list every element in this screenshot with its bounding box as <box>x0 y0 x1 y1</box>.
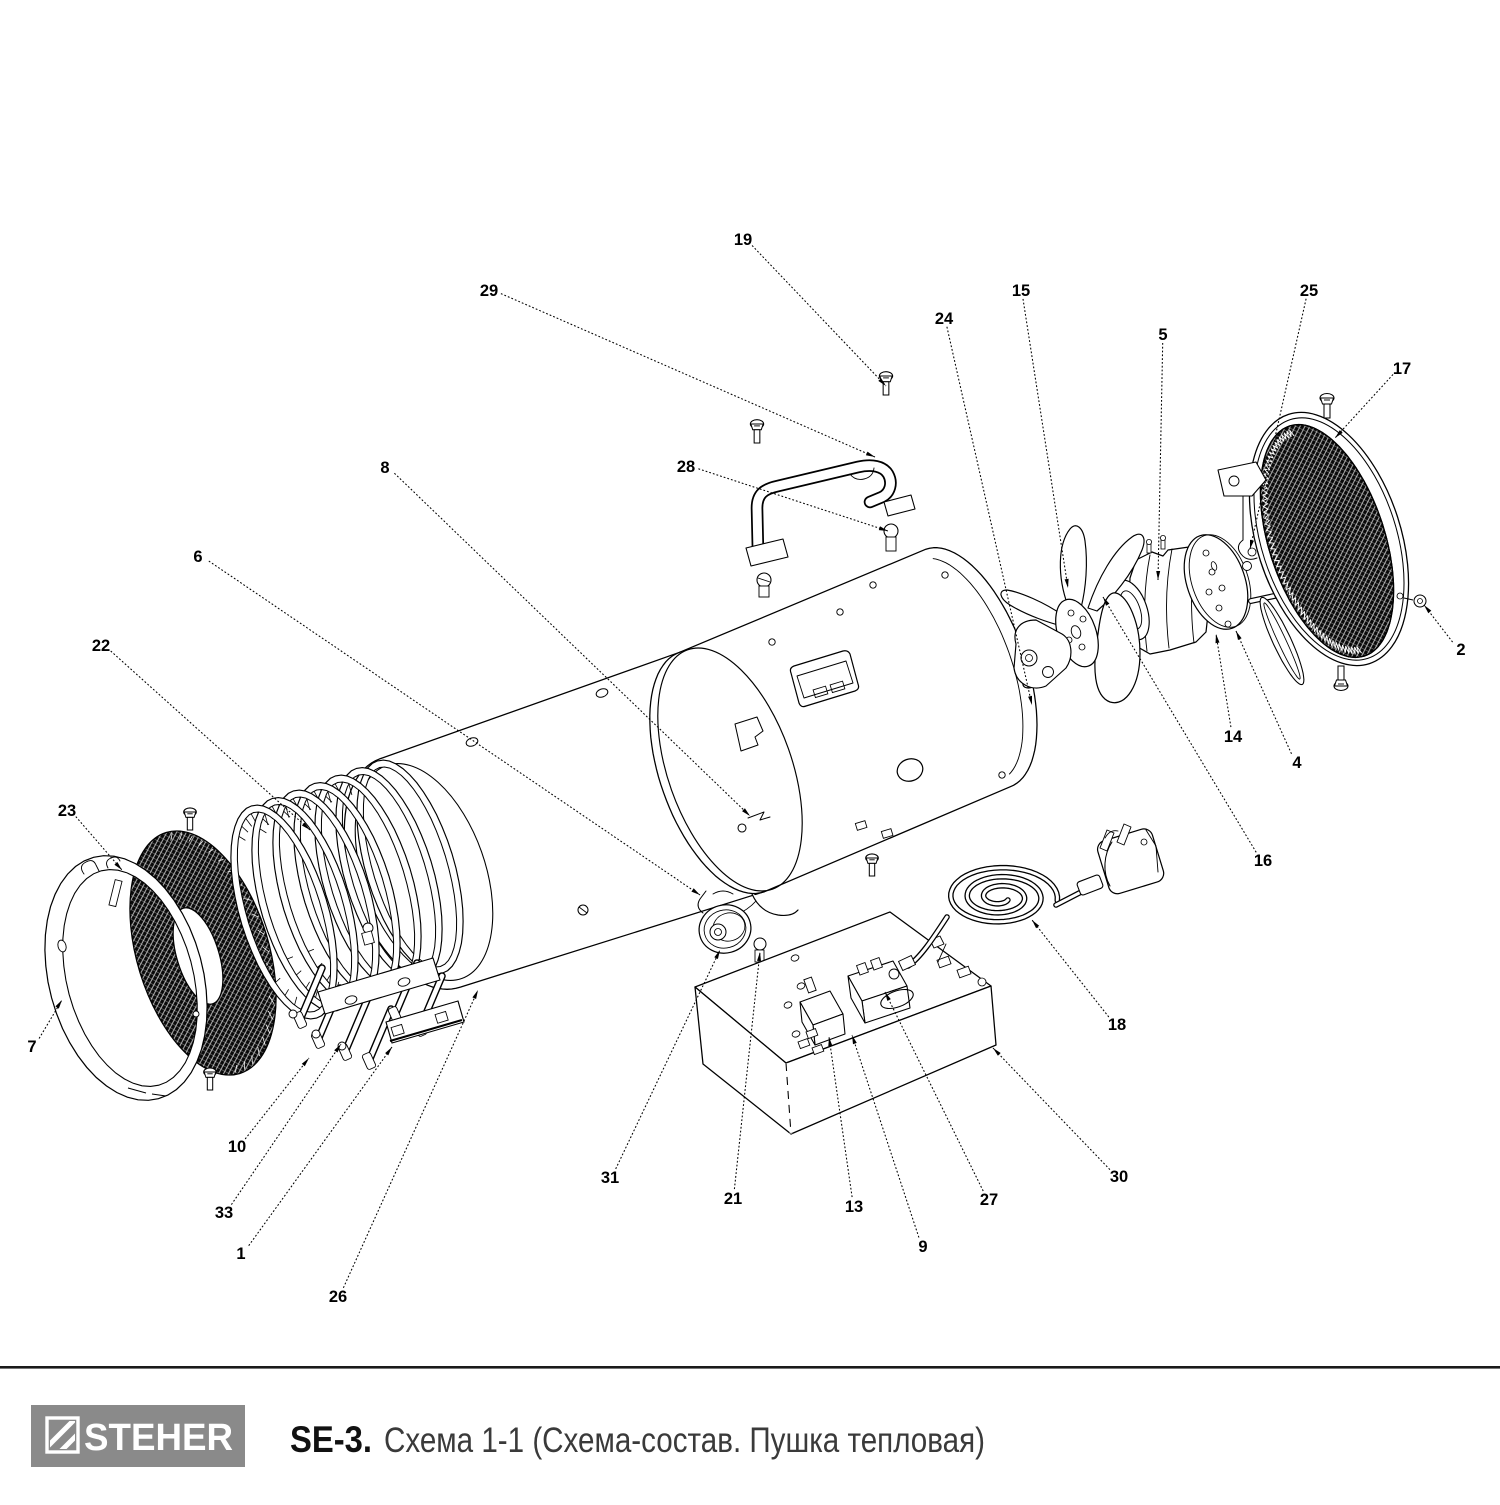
svg-text:8: 8 <box>380 459 389 477</box>
svg-text:14: 14 <box>1224 728 1243 746</box>
svg-text:19: 19 <box>734 231 752 249</box>
svg-text:Схема 1-1 (Схема-состав. Пушка: Схема 1-1 (Схема-состав. Пушка тепловая) <box>384 1421 985 1460</box>
svg-text:SE-3.: SE-3. <box>290 1419 372 1460</box>
svg-text:33: 33 <box>215 1204 233 1222</box>
svg-text:30: 30 <box>1110 1168 1128 1186</box>
svg-text:18: 18 <box>1108 1016 1126 1034</box>
svg-text:6: 6 <box>193 548 202 566</box>
svg-text:1: 1 <box>236 1245 245 1263</box>
svg-text:31: 31 <box>601 1169 619 1187</box>
svg-text:17: 17 <box>1393 360 1411 378</box>
svg-text:10: 10 <box>228 1138 246 1156</box>
svg-text:28: 28 <box>677 458 695 476</box>
svg-text:2: 2 <box>1456 641 1465 659</box>
svg-text:15: 15 <box>1012 282 1030 300</box>
svg-text:22: 22 <box>92 637 110 655</box>
svg-text:7: 7 <box>27 1038 36 1056</box>
svg-text:29: 29 <box>480 282 498 300</box>
svg-text:27: 27 <box>980 1191 998 1209</box>
svg-text:13: 13 <box>845 1198 863 1216</box>
svg-text:STEHER: STEHER <box>84 1417 233 1459</box>
svg-text:5: 5 <box>1158 326 1167 344</box>
svg-text:4: 4 <box>1292 754 1302 772</box>
svg-text:16: 16 <box>1254 852 1272 870</box>
svg-text:23: 23 <box>58 802 76 820</box>
svg-text:26: 26 <box>329 1288 347 1306</box>
svg-text:21: 21 <box>724 1190 742 1208</box>
svg-text:24: 24 <box>935 310 954 328</box>
svg-text:9: 9 <box>918 1238 927 1256</box>
svg-text:25: 25 <box>1300 282 1318 300</box>
